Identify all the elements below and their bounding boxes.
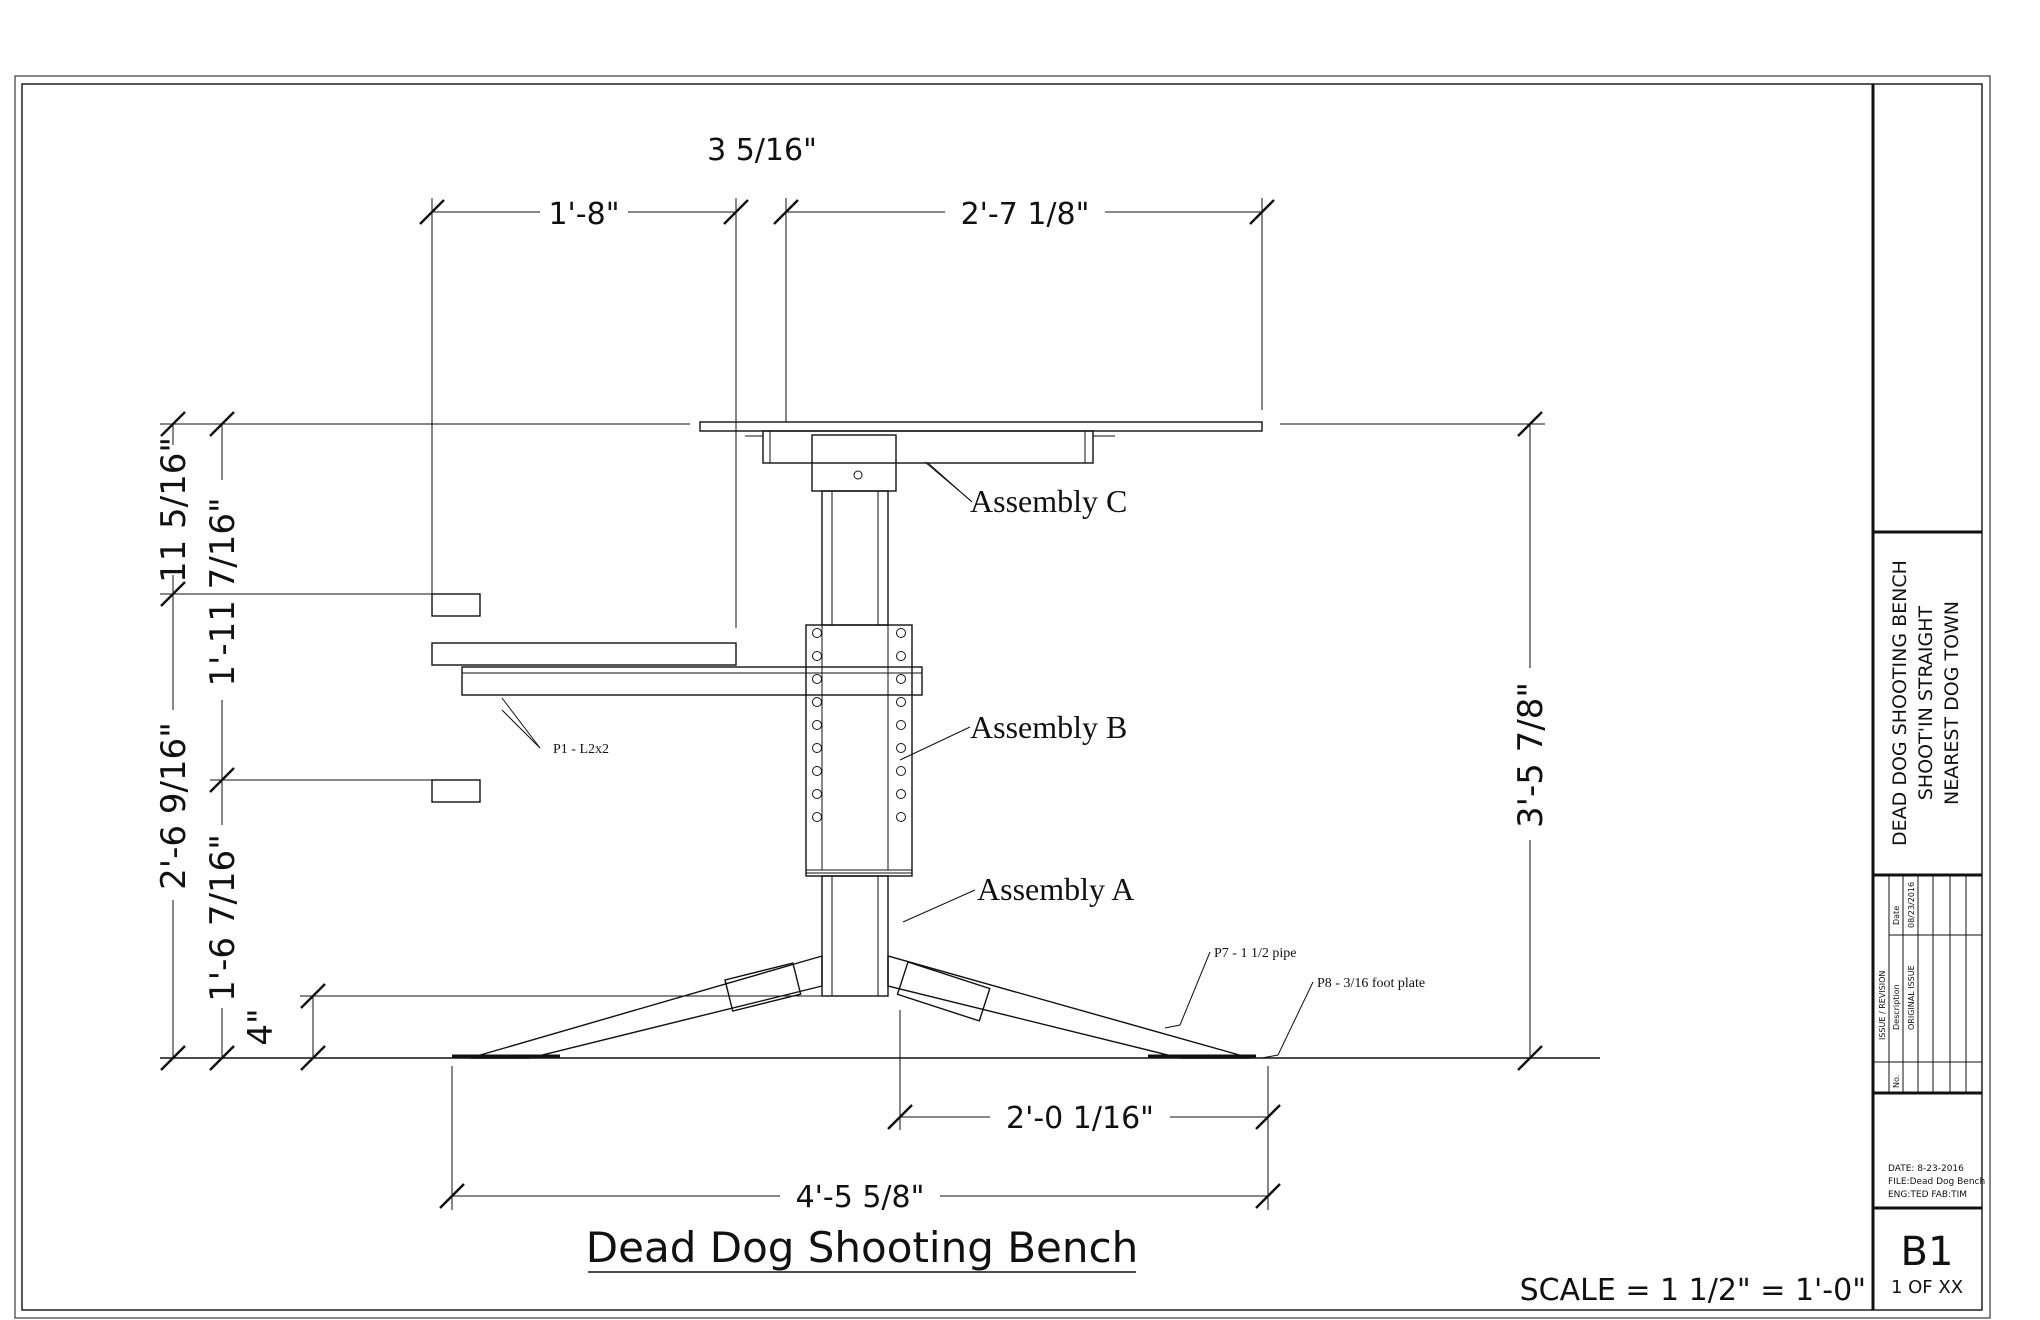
sheet-number: B1 [1901,1229,1954,1275]
table-top [699,421,1263,492]
callout-p1: P1 - L2x2 [553,742,609,757]
title-block: DEAD DOG SHOOTING BENCH SHOOT'IN STRAIGH… [1871,84,1985,1310]
bolt-holes [812,628,906,822]
revision-col-description: Description [1892,984,1901,1030]
dim-seat-reach: 1'-8" [548,197,619,232]
info-date: DATE: 8-23-2016 [1888,1164,1964,1174]
dim-foot-height: 4" [241,1008,281,1045]
inner-border [21,83,1983,1311]
revision-col-no: No. [1892,1075,1901,1088]
dim-overall-height: 3'-5 7/8" [1511,682,1551,828]
dim-seat-height: 2'-6 9/16" [154,722,194,890]
dim-table-reach: 2'-7 1/8" [961,197,1090,232]
upper-seat-pad [431,593,481,617]
info-file: FILE:Dead Dog Bench [1888,1177,1985,1187]
seat-arm [431,642,923,696]
callouts: Assembly C Assembly B Assembly A P1 - L2… [553,483,1425,991]
callout-assembly-c: Assembly C [970,483,1127,519]
callout-p7: P7 - 1 1/2 pipe [1214,946,1296,961]
left-leg [469,955,823,1059]
project-name-block: DEAD DOG SHOOTING BENCH SHOOT'IN STRAIGH… [1889,560,1963,846]
callout-assembly-a: Assembly A [977,871,1134,907]
sheet-count: 1 OF XX [1891,1277,1963,1298]
project-line-3: NEAREST DOG TOWN [1941,601,1963,805]
dim-top-to-lower-seat: 1'-11 7/16" [203,497,243,686]
dimension-labels: 3 5/16" 1'-8" 2'-7 1/8" 3'-5 7/8" 11 5/1… [154,133,1551,1215]
info-eng: ENG:TED FAB:TIM [1888,1190,1967,1200]
project-line-1: DEAD DOG SHOOTING BENCH [1889,560,1911,846]
right-leg [887,955,1251,1059]
center-post [821,490,889,997]
dim-lower-seat-height: 1'-6 7/16" [203,834,243,1002]
info-block: DATE: 8-23-2016 FILE:Dead Dog Bench ENG:… [1888,1164,1985,1200]
dim-leg-span: 4'-5 5/8" [796,1180,925,1215]
scale-note: SCALE = 1 1/2" = 1'-0" [1520,1273,1866,1308]
revision-row-description: ORIGINAL ISSUE [1907,965,1916,1030]
callout-assembly-b: Assembly B [970,709,1127,745]
revision-table: ISSUE / REVISION No. Description Date OR… [1873,875,1982,1093]
project-line-2: SHOOT'IN STRAIGHT [1915,605,1937,800]
revision-heading: ISSUE / REVISION [1878,971,1887,1040]
dim-top-gap: 3 5/16" [707,133,817,168]
revision-row-date: 08/23/2016 [1907,882,1916,928]
revision-col-date: Date [1892,906,1901,925]
bench-geometry [160,421,1600,1059]
drawing-title: Dead Dog Shooting Bench [586,1223,1138,1272]
callout-p8: P8 - 3/16 foot plate [1317,976,1425,991]
dim-top-to-seat: 11 5/16" [154,437,194,583]
assembly-b-sleeve [805,624,913,877]
dimension-lines [160,198,1545,1210]
dim-leg-half-span: 2'-0 1/16" [1006,1101,1154,1136]
lower-seat-pad [431,779,481,803]
outer-border [14,75,1991,1319]
